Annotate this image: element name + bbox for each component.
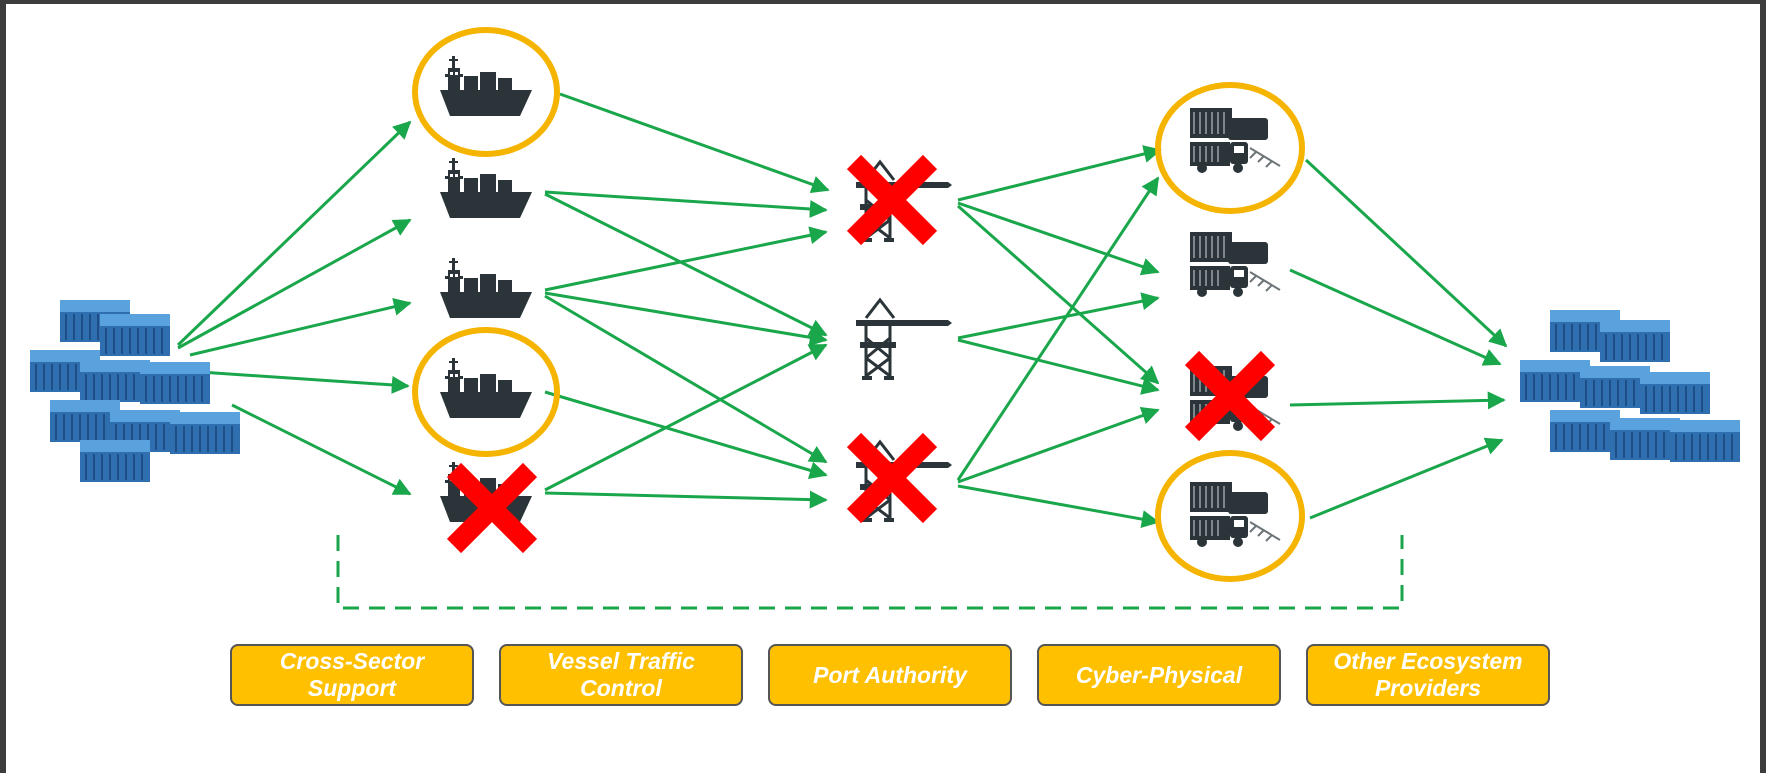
- label-line: Other Ecosystem: [1333, 648, 1523, 674]
- flow-arrow: [957, 201, 1160, 276]
- flow-arrow: [544, 190, 828, 218]
- highlight-ring: [412, 27, 560, 157]
- vessel-4: [412, 327, 560, 457]
- vessel-1: [412, 27, 560, 157]
- flow-arrow: [957, 407, 1160, 484]
- transport-4: [1155, 450, 1305, 582]
- flow-arrow: [957, 484, 1160, 528]
- truck-train-icon: [1189, 231, 1281, 298]
- flow-arrow: [176, 120, 412, 347]
- crane-1: [854, 162, 954, 242]
- cargo-ship-icon: [440, 158, 532, 218]
- label-vessel-traffic-control: Vessel Traffic Control: [499, 644, 743, 706]
- label-other-ecosystem-providers: Other Ecosystem Providers: [1306, 644, 1550, 706]
- label-line: Providers: [1374, 675, 1482, 701]
- flow-arrow: [1289, 391, 1506, 410]
- flow-arrow: [177, 218, 412, 350]
- vessel-3: [440, 258, 532, 318]
- flow-arrow: [544, 291, 828, 347]
- flow-arrow: [231, 403, 412, 496]
- label-cyber-physical: Cyber-Physical: [1037, 644, 1281, 706]
- label-line: Cyber-Physical: [1075, 661, 1243, 688]
- flow-arrow: [957, 292, 1160, 340]
- transport-2: [1189, 231, 1281, 298]
- transport-1: [1155, 82, 1305, 214]
- transport-3: [1190, 358, 1281, 434]
- label-line: Control: [580, 675, 662, 701]
- flow-arrow: [1289, 268, 1502, 366]
- crane-2: [854, 298, 954, 382]
- flow-arrow: [544, 490, 828, 509]
- highlight-ring: [1155, 82, 1305, 214]
- vessel-2: [440, 158, 532, 218]
- flow-arrow: [1309, 437, 1504, 520]
- flow-arrow: [544, 294, 828, 464]
- label-line: Support: [307, 675, 397, 701]
- flow-arrow: [544, 390, 828, 480]
- flow-arrow: [1304, 158, 1508, 348]
- cargo-ship-icon: [440, 358, 532, 418]
- flow-arrow: [956, 176, 1160, 481]
- vessel-5: [440, 462, 532, 546]
- origin-containers-icon: [29, 299, 241, 483]
- port-crane-icon: [854, 298, 954, 382]
- flow-arrow: [957, 204, 1160, 385]
- truck-train-icon: [1189, 481, 1281, 548]
- flow-arrow: [544, 226, 828, 292]
- cross-sector-bracket: [336, 535, 1404, 610]
- flow-arrow: [544, 343, 828, 492]
- flow-arrow: [189, 297, 412, 357]
- flow-arrow: [559, 92, 830, 194]
- truck-train-icon: [1189, 107, 1281, 174]
- flow-arrow: [957, 145, 1162, 202]
- destination-containers-icon: [1519, 309, 1741, 463]
- cargo-ship-icon: [440, 258, 532, 318]
- highlight-ring: [1155, 450, 1305, 582]
- flow-arrows: [176, 92, 1508, 528]
- label-line: Vessel Traffic: [547, 648, 695, 674]
- cargo-ship-icon: [440, 56, 532, 116]
- label-cross-sector-support: Cross-Sector Support: [230, 644, 474, 706]
- highlight-ring: [412, 327, 560, 457]
- crane-3: [854, 440, 954, 522]
- label-line: Cross-Sector: [279, 648, 425, 674]
- label-port-authority: Port Authority: [768, 644, 1012, 706]
- flow-arrow: [544, 192, 828, 337]
- label-line: Port Authority: [813, 661, 967, 688]
- flow-arrow: [957, 338, 1160, 395]
- flow-arrow: [199, 370, 410, 394]
